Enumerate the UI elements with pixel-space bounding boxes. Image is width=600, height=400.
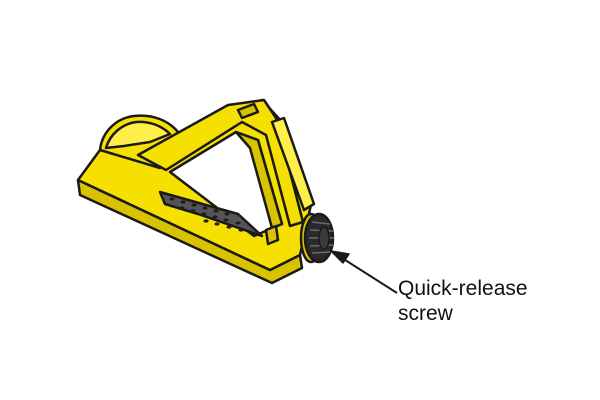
callout-label: Quick-release screw — [398, 276, 588, 326]
rasp-blade — [158, 190, 264, 238]
handle-top-slot — [236, 102, 260, 120]
callout-label-line-2: screw — [398, 302, 453, 325]
quick-release-screw-icon — [299, 212, 335, 264]
front-tab — [264, 224, 280, 246]
callout-label-line-1: Quick-release — [398, 277, 528, 300]
callout-arrow-icon — [330, 250, 398, 294]
rear-knob-top — [104, 120, 172, 150]
front-rib — [270, 116, 316, 212]
rasp-holes — [169, 197, 253, 234]
handle-arch — [136, 98, 305, 228]
